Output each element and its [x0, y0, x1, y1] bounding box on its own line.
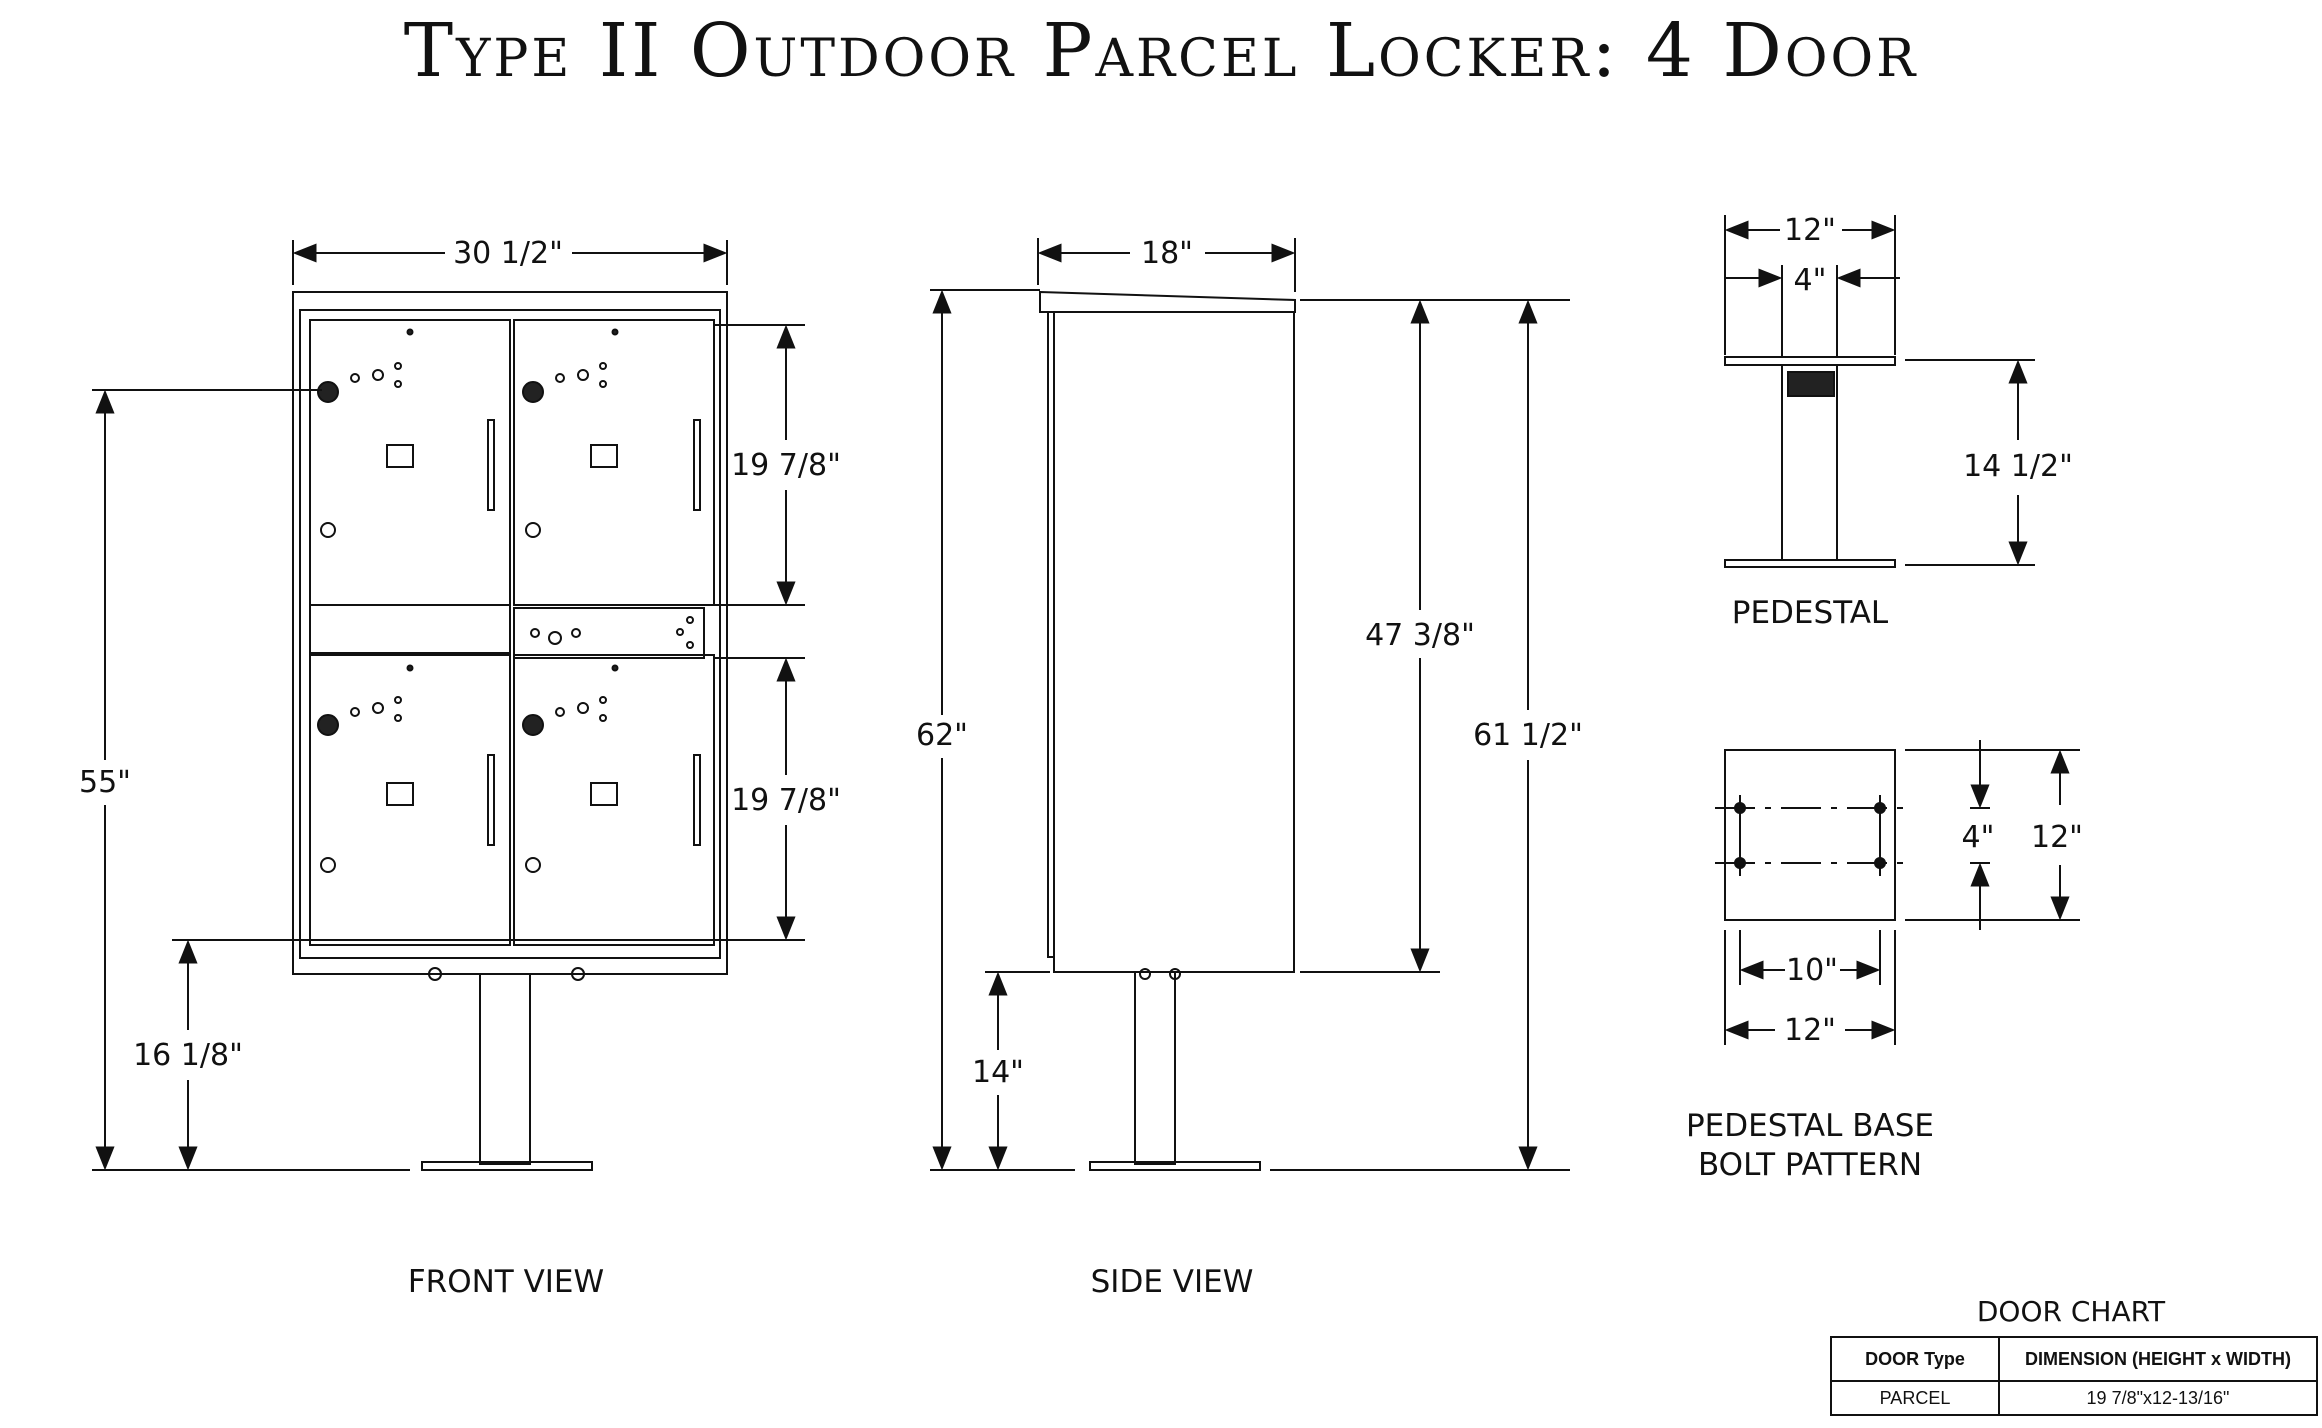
pedestal-plate-width-label: 12" [1784, 213, 1836, 248]
door-chart-table: DOOR Type DIMENSION (HEIGHT x WIDTH) PAR… [1830, 1336, 2318, 1416]
side-clearance-label: 14" [972, 1055, 1024, 1090]
pedestal-post-width-label: 4" [1794, 263, 1827, 298]
door-chart-title: DOOR CHART [1976, 1295, 2166, 1328]
door-chart-cell-type: PARCEL [1830, 1380, 2000, 1416]
bolt-plate-height-label: 12" [2031, 820, 2083, 855]
front-width-label: 30 1/2" [453, 236, 563, 271]
bolt-pattern-caption-line2: BOLT PATTERN [1698, 1147, 1922, 1183]
bolt-pattern-caption-line1: PEDESTAL BASE [1686, 1108, 1934, 1144]
bolt-plate-width-label: 12" [1784, 1013, 1836, 1048]
side-box-height-label: 47 3/8" [1365, 618, 1475, 653]
side-height-to-top-label: 61 1/2" [1473, 718, 1583, 753]
table-row: PARCEL 19 7/8"x12-13/16" [1830, 1380, 2318, 1416]
door-chart-header-type: DOOR Type [1830, 1336, 2000, 1382]
door-chart-header-dimension: DIMENSION (HEIGHT x WIDTH) [1998, 1336, 2318, 1382]
pedestal-drawing [1724, 356, 1896, 568]
front-height-to-lock-label: 55" [79, 765, 131, 800]
bolt-spacing-v-label: 4" [1962, 820, 1995, 855]
bolt-spacing-h-label: 10" [1786, 953, 1838, 988]
side-depth-label: 18" [1141, 236, 1193, 271]
front-view-caption: FRONT VIEW [408, 1264, 604, 1300]
door-chart-header-row: DOOR Type DIMENSION (HEIGHT x WIDTH) [1830, 1336, 2318, 1382]
side-overall-height-label: 62" [916, 718, 968, 753]
front-door-height-bottom-label: 19 7/8" [731, 783, 841, 818]
side-view-caption: SIDE VIEW [1091, 1264, 1254, 1300]
page-title: Type II Outdoor Parcel Locker: 4 Door [403, 8, 1919, 94]
side-view-drawing [1039, 290, 1296, 1171]
pedestal-height-label: 14 1/2" [1963, 449, 2073, 484]
front-height-to-bottom-label: 16 1/8" [133, 1038, 243, 1073]
door-chart-cell-dimension: 19 7/8"x12-13/16" [1998, 1380, 2318, 1416]
front-door-height-top-label: 19 7/8" [731, 448, 841, 483]
pedestal-caption: PEDESTAL [1732, 595, 1889, 631]
front-view-drawing [292, 291, 728, 1171]
bolt-pattern-drawing [1715, 749, 1905, 921]
